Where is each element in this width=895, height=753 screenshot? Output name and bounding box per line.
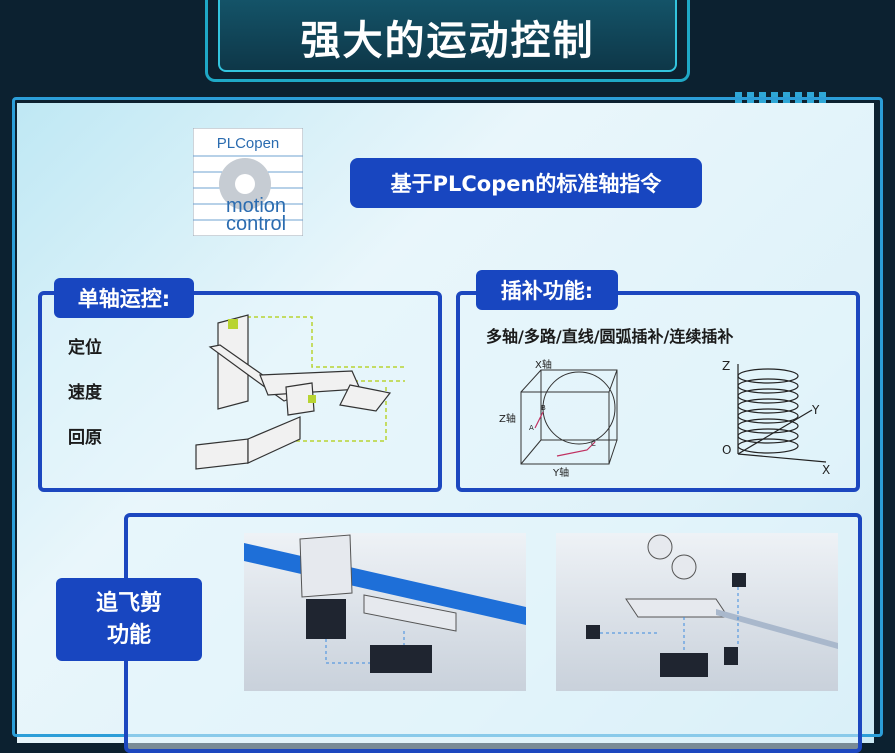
flying-shear-title-line1: 追飞剪 — [95, 590, 162, 616]
cube-point-c: C — [591, 440, 596, 448]
cube-point-b: B — [541, 404, 546, 412]
interpolation-title: 插补功能: — [476, 270, 618, 310]
flying-shear-title-line2: 功能 — [106, 622, 151, 648]
single-axis-title: 单轴运控: — [54, 278, 194, 318]
title-frame — [205, 0, 690, 82]
list-item-homing: 回原 — [68, 428, 102, 448]
linear-shear-illustration — [244, 534, 526, 673]
list-item-position: 定位 — [68, 338, 102, 358]
rotary-shear-illustration — [586, 534, 838, 677]
helix-label-origin: O — [722, 443, 731, 457]
plcopen-logo: PLCopen motion control — [193, 128, 303, 236]
cube-label-z: Z轴 — [499, 412, 516, 425]
flying-shear-image-2 — [556, 533, 838, 691]
cube-point-a: A — [529, 424, 534, 432]
flying-shear-title: 追飞剪 功能 — [56, 578, 202, 661]
logo-text-control: control — [226, 213, 286, 235]
interpolation-description: 多轴/多路/直线/圆弧插补/连续插补 — [486, 327, 734, 346]
helix-interpolation-diagram: Z Y X O — [722, 359, 830, 477]
list-item-speed: 速度 — [68, 383, 102, 403]
cube-interpolation-diagram: X轴 Z轴 Y轴 A B C — [499, 358, 618, 479]
helix-label-y: Y — [811, 403, 820, 417]
flying-shear-image-1 — [244, 533, 526, 691]
cube-label-y: Y轴 — [552, 466, 569, 479]
standard-axis-badge: 基于PLCopen的标准轴指令 — [350, 158, 702, 208]
helix-label-x: X — [822, 463, 830, 477]
cube-label-x: X轴 — [535, 358, 552, 371]
logo-text-motion: motion — [226, 195, 286, 217]
title-plate — [218, 0, 677, 72]
page-title: 强大的运动控制 — [300, 18, 595, 64]
helix-label-z: Z — [722, 359, 730, 373]
logo-text-plcopen: PLCopen — [217, 135, 280, 152]
gantry-robot-illustration — [195, 314, 405, 470]
